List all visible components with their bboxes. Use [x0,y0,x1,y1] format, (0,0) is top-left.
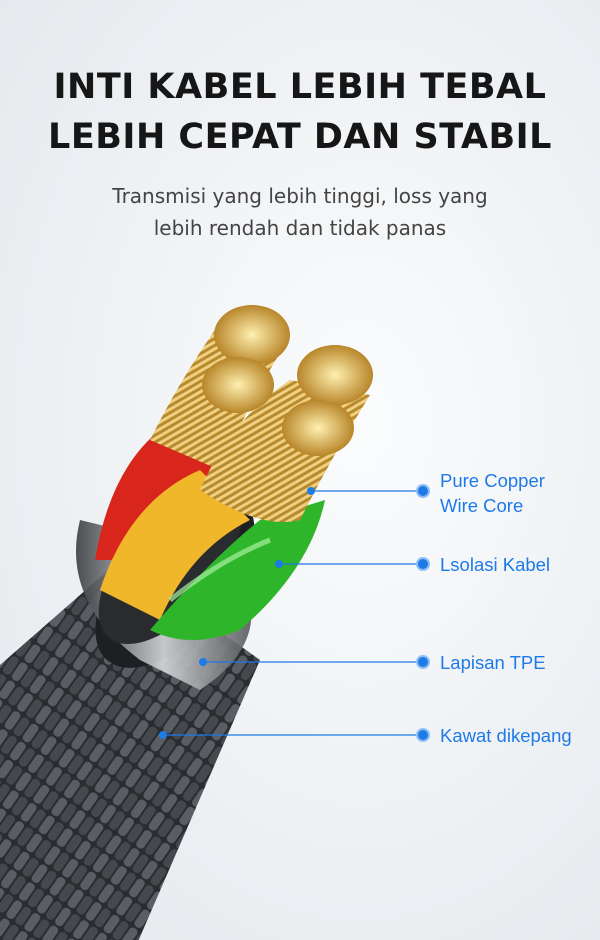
callout-label-insulation: Lsolasi Kabel [440,554,551,575]
callout-label-copper: Pure Copper Wire Core [440,468,545,518]
callout-label-copper-line-2: Wire Core [440,495,524,516]
copper-cores [150,305,373,522]
wire-insulation [95,430,325,640]
headline-line-1: INTI KABEL LEBIH TEBAL [53,67,547,107]
callout-label-braid: Kawat dikepang [440,725,572,746]
callout-dot-tpe [416,655,430,669]
callout-dot-braid [416,728,430,742]
callout-point-tpe [199,658,207,666]
subtitle-line-1: Transmisi yang lebih tinggi, loss yang [112,184,488,208]
callout-dot-insulation [416,557,430,571]
callout-label-copper-line-1: Pure Copper [440,470,545,491]
headline-line-2: LEBIH CEPAT DAN STABIL [48,117,552,157]
headline: INTI KABEL LEBIH TEBAL LEBIH CEPAT DAN S… [0,62,600,162]
callout-point-insulation [275,560,283,568]
callout-dot-copper [416,484,430,498]
subtitle-line-2: lebih rendah dan tidak panas [153,216,447,240]
callout-label-tpe: Lapisan TPE [440,652,546,673]
subtitle: Transmisi yang lebih tinggi, loss yang l… [0,180,600,244]
callout-point-braid [159,731,167,739]
callout-point-copper [307,487,315,495]
